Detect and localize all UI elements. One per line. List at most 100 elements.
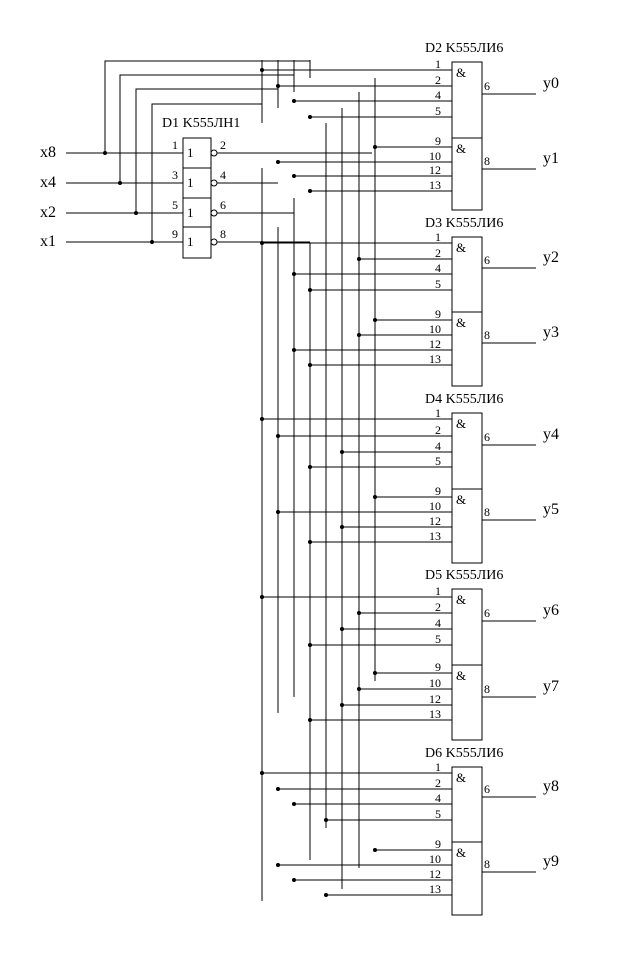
and-in-pin-9: 9 (435, 484, 441, 498)
bus-tap-dot (292, 802, 296, 806)
input-tap-dot-x1 (150, 240, 154, 244)
loop-wire-x4 (119, 74, 294, 183)
and-in-pin-12: 12 (429, 514, 441, 528)
and-out-pin: 6 (484, 253, 490, 267)
input-tap-dot-x8 (103, 151, 107, 155)
bus-tap-dot (357, 257, 361, 261)
bus-tap-dot (276, 434, 280, 438)
and-in-pin-10: 10 (429, 499, 441, 513)
bus-tap-dot (340, 627, 344, 631)
input-label-x4: x4 (40, 174, 56, 191)
bus-tap-dot (308, 115, 312, 119)
and-symbol: & (456, 492, 466, 507)
and-symbol: & (456, 668, 466, 683)
and-in-pin-9: 9 (435, 307, 441, 321)
bus-tap-dot (308, 465, 312, 469)
output-label-y2: y2 (543, 249, 559, 266)
bus-tap-dot (340, 525, 344, 529)
and-in-pin-12: 12 (429, 163, 441, 177)
bus-tap-dot (276, 787, 280, 791)
and-in-pin-4: 4 (435, 616, 441, 630)
input-label-x2: x2 (40, 204, 56, 221)
and-chip-body (451, 412, 483, 564)
chips (182, 61, 483, 916)
and-in-pin-9: 9 (435, 660, 441, 674)
and-symbol: & (456, 141, 466, 156)
and-symbol: & (456, 845, 466, 860)
bus-tap-dot (324, 818, 328, 822)
input-label-x1: x1 (40, 233, 56, 250)
and-symbol: & (456, 592, 466, 607)
and-in-pin-2: 2 (435, 246, 441, 260)
bus-tap-dot (260, 417, 264, 421)
and-out-pin: 6 (484, 79, 490, 93)
and-in-pin-12: 12 (429, 867, 441, 881)
bus-tap-dot (340, 450, 344, 454)
bus-tap-dot (373, 318, 377, 322)
bus-tap-dot (276, 84, 280, 88)
inverter-bubble (210, 149, 218, 157)
bus-tap-dot (308, 540, 312, 544)
bus-tap-dot (373, 671, 377, 675)
and-in-pin-13: 13 (429, 882, 441, 896)
and-in-pin-2: 2 (435, 600, 441, 614)
and-in-pin-1: 1 (435, 57, 441, 71)
inverter-bubble (210, 238, 218, 246)
and-chip-body (451, 766, 483, 916)
inverter-out-pin-2: 2 (220, 138, 226, 152)
bus-tap-dot (292, 348, 296, 352)
and-out-pin: 8 (484, 857, 490, 871)
and-in-pin-5: 5 (435, 807, 441, 821)
output-label-y6: y6 (543, 602, 559, 619)
loop-wire-x1 (151, 103, 262, 242)
bus-tap-dot (357, 611, 361, 615)
inverter-in-pin-3: 3 (172, 168, 178, 182)
and-symbol: & (456, 65, 466, 80)
and-chip-body (451, 61, 483, 211)
bus-tap-dot (260, 595, 264, 599)
bus-tap-dot (260, 68, 264, 72)
output-label-y7: y7 (543, 678, 559, 695)
and-in-pin-13: 13 (429, 178, 441, 192)
junctions (103, 68, 377, 897)
and-in-pin-1: 1 (435, 406, 441, 420)
and-in-pin-9: 9 (435, 134, 441, 148)
loop-wire-x8 (104, 60, 310, 153)
output-label-y9: y9 (543, 853, 559, 870)
output-label-y5: y5 (543, 501, 559, 518)
bus-tap-dot (308, 718, 312, 722)
bus-tap-dot (260, 771, 264, 775)
and-in-pin-4: 4 (435, 791, 441, 805)
and-symbol: & (456, 315, 466, 330)
bus-tap-dot (260, 241, 264, 245)
and-out-pin: 8 (484, 682, 490, 696)
bus-tap-dot (324, 893, 328, 897)
and-in-pin-13: 13 (429, 352, 441, 366)
and-symbol: & (456, 416, 466, 431)
and-out-pin: 6 (484, 606, 490, 620)
and-in-pin-13: 13 (429, 529, 441, 543)
bus-tap-dot (292, 272, 296, 276)
and-in-pin-2: 2 (435, 423, 441, 437)
output-label-y8: y8 (543, 778, 559, 795)
and-in-pin-12: 12 (429, 337, 441, 351)
and-in-pin-2: 2 (435, 73, 441, 87)
and-chip-title: D4 K555ЛИ6 (425, 392, 503, 407)
bus-tap-dot (308, 189, 312, 193)
and-in-pin-10: 10 (429, 852, 441, 866)
and-chip-title: D6 K555ЛИ6 (425, 746, 503, 761)
and-in-pin-4: 4 (435, 439, 441, 453)
inverter-in-pin-9: 9 (172, 227, 178, 241)
and-in-pin-10: 10 (429, 322, 441, 336)
inverter-title: D1 K555ЛН1 (162, 116, 240, 131)
output-label-y4: y4 (543, 426, 559, 443)
bus-tap-dot (340, 703, 344, 707)
and-out-pin: 8 (484, 505, 490, 519)
and-in-pin-9: 9 (435, 837, 441, 851)
and-in-pin-5: 5 (435, 454, 441, 468)
output-label-y3: y3 (543, 324, 559, 341)
bus-tap-dot (292, 174, 296, 178)
loop-wire-x2 (135, 88, 278, 213)
bus-tap-dot (276, 510, 280, 514)
